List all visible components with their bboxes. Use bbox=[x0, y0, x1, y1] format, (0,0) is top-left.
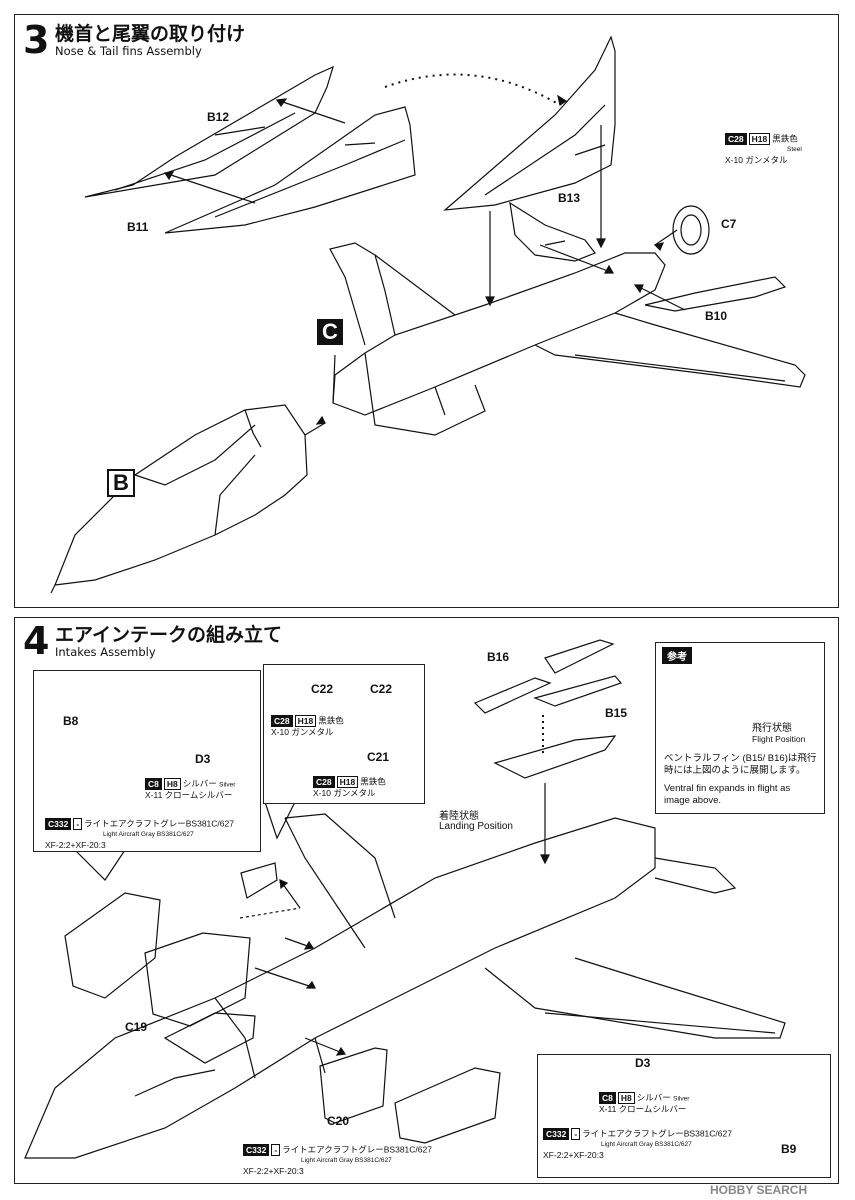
paint-hcode: H18 bbox=[748, 133, 771, 145]
label-b8: B8 bbox=[63, 714, 79, 728]
paint-tamiya: XF-2:2+XF-20:3 bbox=[45, 840, 106, 850]
paint-jp: 黒鉄色 bbox=[318, 715, 344, 726]
paint-jp: ライトエアクラフトグレーBS381C/627 bbox=[282, 1144, 432, 1155]
paint-jp: 黒鉄色 bbox=[772, 133, 798, 144]
step4-title-en: Intakes Assembly bbox=[55, 645, 156, 659]
label-b15: B15 bbox=[605, 706, 628, 720]
paint-hcode: H18 bbox=[336, 776, 359, 788]
paint-tamiya: XF-2:2+XF-20:3 bbox=[543, 1150, 604, 1160]
reference-note: 参考 飛行状態 Flight Position ベントラルフィン (B15/ B… bbox=[655, 642, 825, 814]
paint-jp: 黒鉄色 bbox=[360, 776, 386, 787]
paint-code: C28 bbox=[725, 133, 747, 145]
label-b13: B13 bbox=[558, 191, 581, 205]
paint-tamiya: X-11 クロームシルバー bbox=[145, 790, 233, 801]
flight-en: Flight Position bbox=[752, 734, 806, 744]
probe-detail-callout bbox=[263, 664, 425, 804]
paint-code: C8 bbox=[599, 1092, 616, 1104]
paint-code: C332 bbox=[243, 1144, 270, 1156]
label-b10: B10 bbox=[705, 309, 728, 323]
label-c7: C7 bbox=[721, 217, 737, 231]
label-c20: C20 bbox=[327, 1114, 350, 1128]
paint-hcode: H8 bbox=[163, 778, 181, 790]
paint-tamiya: X-11 クロームシルバー bbox=[599, 1104, 687, 1115]
paint-hcode: - bbox=[571, 1128, 581, 1140]
step3-title-en: Nose & Tail fins Assembly bbox=[55, 44, 202, 58]
paint-hcode: H18 bbox=[294, 715, 317, 727]
label-c21: C21 bbox=[367, 750, 390, 764]
paint-tamiya: XF-2:2+XF-20:3 bbox=[243, 1166, 304, 1176]
paint-code: C332 bbox=[543, 1128, 570, 1140]
paint-jp: ライトエアクラフトグレーBS381C/627 bbox=[84, 818, 234, 829]
label-b12: B12 bbox=[207, 110, 230, 124]
paint-gray-callout-c: C332-ライトエアクラフトグレーBS381C/627 Light Aircra… bbox=[543, 1128, 732, 1160]
paint-en: Silver bbox=[219, 781, 236, 789]
flight-position-label: 飛行状態 Flight Position bbox=[752, 719, 805, 744]
assembly-c-badge: C bbox=[317, 319, 343, 345]
watermark: HOBBY SEARCH bbox=[710, 1183, 808, 1197]
paint-en: Light Aircraft Gray BS381C/627 bbox=[601, 1141, 692, 1148]
label-d3: D3 bbox=[195, 752, 211, 766]
paint-en: Steel bbox=[787, 146, 802, 153]
label-b11: B11 bbox=[127, 220, 149, 234]
paint-tamiya: X-10 ガンメタル bbox=[725, 155, 788, 165]
note-en: Ventral fin expands in flight as image a… bbox=[664, 783, 791, 806]
step3-drawing bbox=[50, 35, 806, 594]
landing-jp: 着陸状態 bbox=[439, 811, 479, 822]
paint-hcode: - bbox=[271, 1144, 281, 1156]
paint-code: C332 bbox=[45, 818, 72, 830]
label-b16: B16 bbox=[487, 650, 510, 664]
label-c22-a: C22 bbox=[311, 682, 334, 696]
step4-panel: 4 エアインテークの組み立て Intakes Assembly B8 D3 C8… bbox=[14, 617, 839, 1184]
note-title: 参考 bbox=[662, 647, 692, 664]
paint-hcode: H8 bbox=[617, 1092, 635, 1104]
label-b9: B9 bbox=[781, 1142, 797, 1156]
step3-title-jp: 機首と尾翼の取り付け bbox=[55, 23, 246, 45]
paint-en: Light Aircraft Gray BS381C/627 bbox=[103, 831, 194, 838]
assembly-b-badge: B bbox=[107, 469, 135, 497]
paint-code: C28 bbox=[271, 715, 293, 727]
flight-jp: 飛行状態 bbox=[752, 723, 792, 734]
paint-code: C28 bbox=[313, 776, 335, 788]
label-c22-b: C22 bbox=[370, 682, 393, 696]
step3-number: 3 bbox=[23, 18, 50, 62]
label-d3-b: D3 bbox=[635, 1056, 651, 1070]
paint-tamiya: X-10 ガンメタル bbox=[271, 727, 334, 737]
paint-en: Light Aircraft Gray BS381C/627 bbox=[301, 1157, 392, 1164]
paint-en: Silver bbox=[673, 1095, 690, 1103]
b9-detail-callout bbox=[537, 1054, 831, 1178]
paint-jp: ライトエアクラフトグレーBS381C/627 bbox=[582, 1128, 732, 1139]
paint-jp: シルバー bbox=[636, 1092, 671, 1103]
step3-panel: 3 機首と尾翼の取り付け Nose & Tail fins Assembly B… bbox=[14, 14, 839, 608]
paint-hcode: - bbox=[73, 818, 83, 830]
landing-en: Landing Position bbox=[439, 821, 513, 832]
paint-gray-callout: C332-ライトエアクラフトグレーBS381C/627 Light Aircra… bbox=[45, 818, 234, 850]
landing-position-label: 着陸状態 Landing Position bbox=[439, 812, 513, 832]
step4-number: 4 bbox=[23, 619, 50, 663]
paint-code: C8 bbox=[145, 778, 162, 790]
note-jp: ベントラルフィン (B15/ B16)は飛行時には上図のように展開します。 bbox=[664, 753, 817, 776]
paint-tamiya: X-10 ガンメタル bbox=[313, 788, 376, 798]
step4-title-jp: エアインテークの組み立て bbox=[55, 624, 283, 646]
label-c19: C19 bbox=[125, 1020, 148, 1034]
paint-jp: シルバー bbox=[182, 778, 217, 789]
paint-gray-callout-bottom: C332-ライトエアクラフトグレーBS381C/627 Light Aircra… bbox=[243, 1144, 432, 1176]
